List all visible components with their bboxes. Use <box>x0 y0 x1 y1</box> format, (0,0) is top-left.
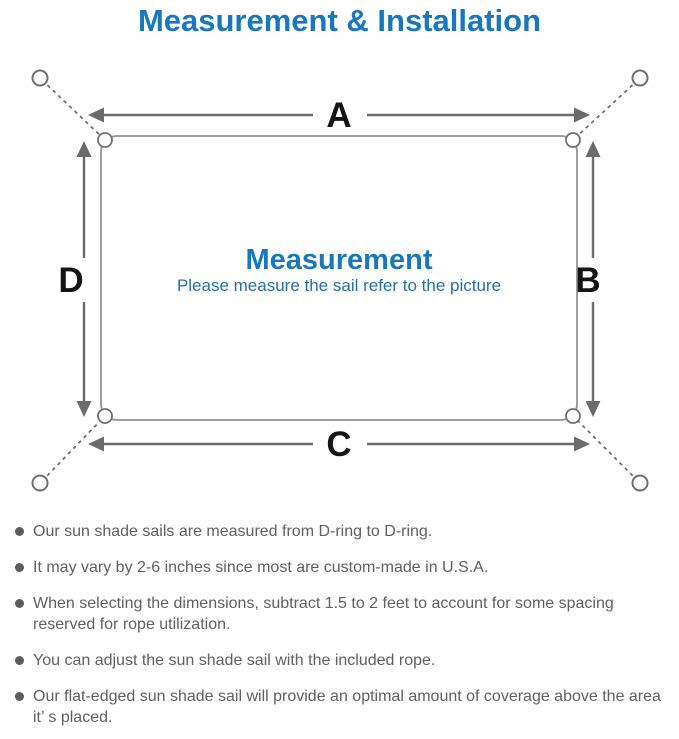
rope-dashed-line-top-left <box>41 79 105 140</box>
anchor-point-circle-top-right <box>631 69 649 87</box>
list-item: It may vary by 2-6 inches since most are… <box>15 557 667 578</box>
bullet-dot-icon <box>15 563 24 572</box>
arrowhead-a-left <box>88 107 104 123</box>
center-subtext: Please measure the sail refer to the pic… <box>177 276 501 295</box>
d-ring-bottom-right <box>565 408 581 424</box>
list-item: When selecting the dimensions, subtract … <box>15 593 667 635</box>
arrowhead-b-top <box>585 141 601 157</box>
anchor-point-circle-bottom-left <box>31 474 49 492</box>
measurement-diagram: A C D B Measurement Please measure the s… <box>0 40 679 513</box>
bullet-dot-icon <box>15 656 24 665</box>
list-item: Our flat-edged sun shade sail will provi… <box>15 686 667 728</box>
bullet-dot-icon <box>15 527 24 536</box>
page-title: Measurement & Installation <box>137 3 542 38</box>
note-text: You can adjust the sun shade sail with t… <box>33 652 436 669</box>
dimension-label-d: D <box>58 261 83 300</box>
bullet-dot-icon <box>15 599 24 608</box>
measurement-diagram-svg: A C D B Measurement Please measure the s… <box>31 69 649 492</box>
list-item: Our sun shade sails are measured from D-… <box>15 521 667 542</box>
note-text: Our flat-edged sun shade sail will provi… <box>33 688 661 726</box>
note-text: Our sun shade sails are measured from D-… <box>33 523 433 540</box>
rope-dashed-line-top-right <box>573 79 639 140</box>
arrowhead-c-left <box>88 436 104 452</box>
arrowhead-d-bottom <box>76 401 92 417</box>
dimension-label-a: A <box>326 96 351 135</box>
anchor-point-circle-top-left <box>31 69 49 87</box>
anchor-point-circle-bottom-right <box>631 474 649 492</box>
dimension-label-b: B <box>575 261 600 300</box>
bullet-dot-icon <box>15 692 24 701</box>
notes-list: Our sun shade sails are measured from D-… <box>0 513 679 728</box>
d-ring-top-left <box>97 132 113 148</box>
arrowhead-a-right <box>574 107 590 123</box>
arrowhead-d-top <box>76 141 92 157</box>
dimension-label-c: C <box>326 425 351 464</box>
arrowhead-b-bottom <box>585 401 601 417</box>
sail-outline <box>100 135 578 421</box>
center-heading: Measurement <box>246 244 433 276</box>
note-text: It may vary by 2-6 inches since most are… <box>33 559 489 576</box>
rope-dashed-line-bottom-right <box>573 416 639 482</box>
list-item: You can adjust the sun shade sail with t… <box>15 650 667 671</box>
d-ring-top-right <box>565 132 581 148</box>
rope-dashed-line-bottom-left <box>41 416 105 482</box>
note-text: When selecting the dimensions, subtract … <box>33 595 614 633</box>
arrowhead-c-right <box>574 436 590 452</box>
d-ring-bottom-left <box>97 408 113 424</box>
